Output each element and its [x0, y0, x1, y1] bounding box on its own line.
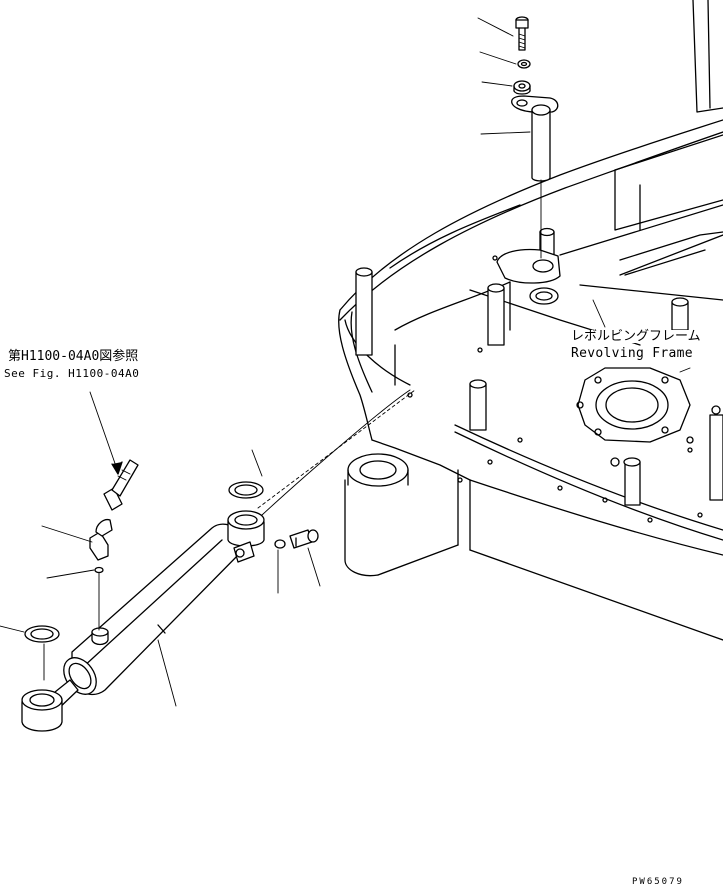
reference-label-en: See Fig. H1100-04A0 [4, 367, 140, 380]
leader-lines [0, 17, 691, 707]
revolving-frame [338, 0, 723, 641]
hose-fitting [89, 459, 139, 561]
grease-fitting [289, 529, 319, 549]
seal-rings [24, 481, 286, 643]
pin-assembly [511, 16, 559, 259]
drawing-code: PW65079 [632, 877, 684, 887]
frame-label-en: Revolving Frame [571, 346, 693, 361]
reference-label-ja: 第H1100-04A0図参照 [8, 349, 139, 364]
hydraulic-cylinder [21, 510, 265, 732]
frame-label-ja: レボルビングフレーム [571, 329, 701, 344]
